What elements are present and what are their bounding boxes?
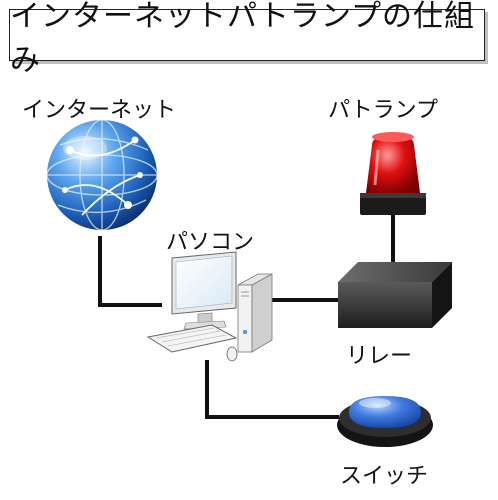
- switch-icon: [337, 396, 433, 447]
- connection-wires: [98, 213, 395, 419]
- computer-icon: [146, 251, 273, 362]
- wire-pc-switch: [205, 360, 339, 419]
- relay-icon: [338, 262, 452, 328]
- patlamp-icon: [360, 132, 426, 215]
- label-internet: インターネット: [22, 98, 177, 123]
- label-relay: リレー: [346, 344, 413, 369]
- label-patlamp: パトランプ: [328, 98, 439, 123]
- globe-icon: [46, 119, 158, 231]
- wire-internet-pc: [98, 236, 162, 307]
- label-pc: パソコン: [166, 230, 255, 255]
- label-switch: スイッチ: [340, 464, 429, 489]
